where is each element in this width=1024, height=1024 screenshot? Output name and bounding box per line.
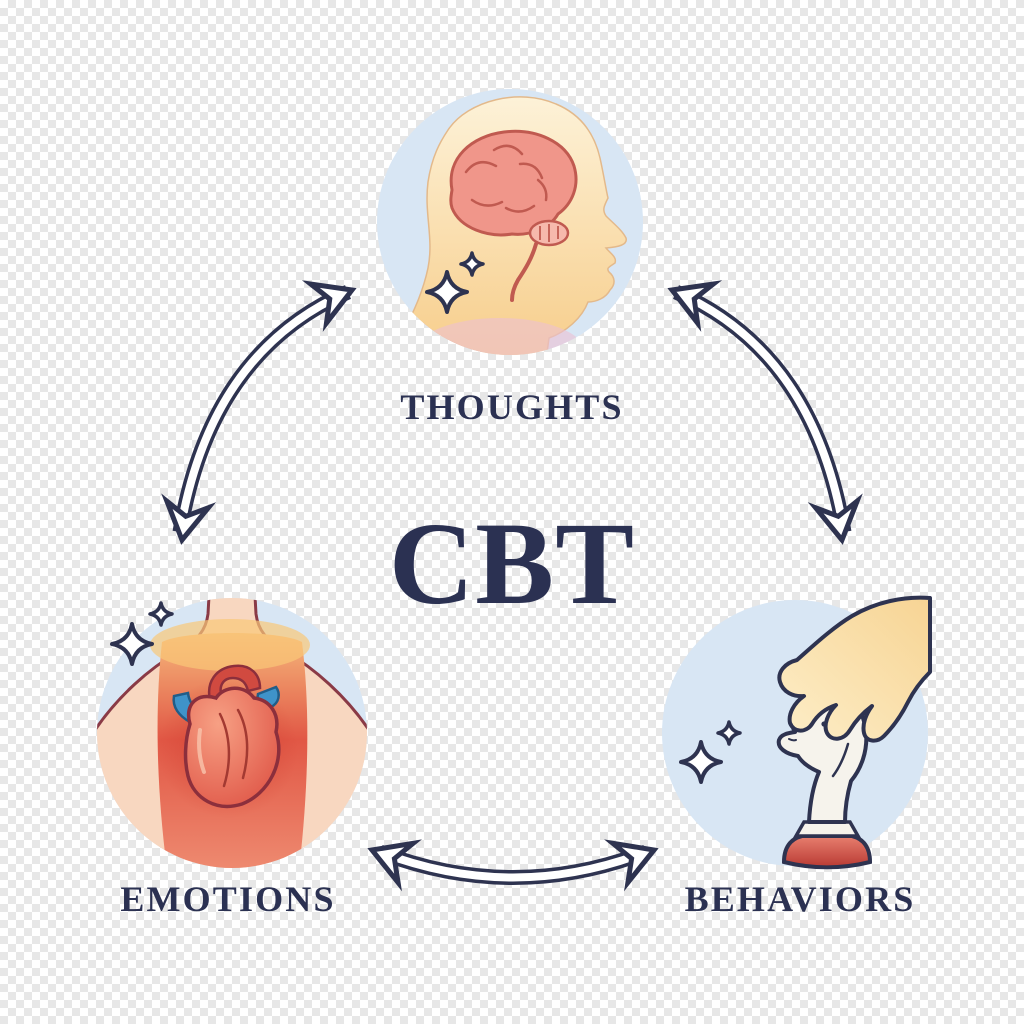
thoughts-emotions-arrow <box>161 280 357 545</box>
sparkle-icon <box>148 601 174 627</box>
thoughts-behaviors-arrow <box>667 280 863 545</box>
diagram-title: CBT <box>388 498 636 629</box>
neck-shade <box>415 318 585 355</box>
arrowhead-icon <box>161 493 217 545</box>
chest-glow <box>150 619 310 671</box>
cerebellum-lines <box>539 224 559 242</box>
brain-folds <box>464 144 548 213</box>
thoughts-node <box>377 89 643 355</box>
sparkle-icon <box>459 251 485 277</box>
sparkle-icon <box>679 740 723 784</box>
knight-base <box>781 834 873 870</box>
sparkles <box>679 720 742 784</box>
sparkles <box>425 251 485 314</box>
arrowhead-icon <box>301 280 357 332</box>
arrowhead-icon <box>807 493 863 545</box>
hand-chess-knight-icon <box>776 595 932 870</box>
chest-heart-icon <box>97 598 367 868</box>
heart <box>183 686 281 809</box>
emotions-label: EMOTIONS <box>120 879 336 919</box>
arrowhead-icon <box>667 280 723 332</box>
sparkles <box>110 601 174 666</box>
sparkle-icon <box>716 720 742 746</box>
arrowhead-icon <box>367 839 422 892</box>
emotions-node <box>97 598 367 868</box>
thoughts-label: THOUGHTS <box>400 387 624 427</box>
behaviors-node <box>662 595 932 870</box>
brain-stem <box>510 242 538 302</box>
knight-collar <box>792 820 862 838</box>
hand <box>777 595 932 743</box>
heart-surface-lines <box>218 708 249 788</box>
emotions-behaviors-arrow <box>367 839 659 892</box>
knight-mane-line <box>831 742 850 778</box>
knight-nostril <box>788 738 797 742</box>
brain <box>449 129 578 237</box>
heart-highlight <box>197 728 206 774</box>
sparkle-icon <box>110 622 154 666</box>
arrowhead-icon <box>604 839 659 892</box>
behaviors-label: BEHAVIORS <box>684 879 916 919</box>
sparkle-icon <box>425 270 469 314</box>
